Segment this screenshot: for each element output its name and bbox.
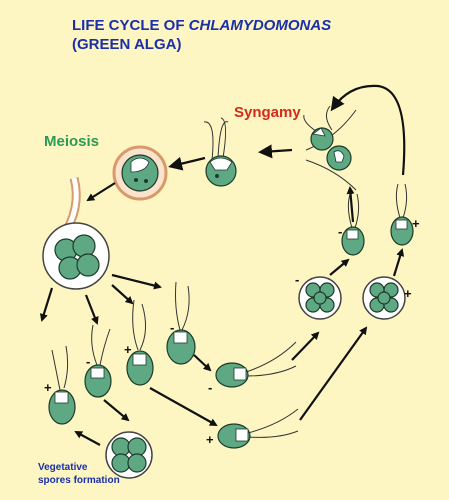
sign-plus-gamete-upper: + (412, 216, 420, 231)
diagram-title: LIFE CYCLE OF CHLAMYDOMONAS (GREEN ALGA) (72, 16, 331, 54)
sign-minus-gamete-lower: - (208, 380, 212, 395)
fusing-gametes (303, 105, 357, 191)
arrow-to-zoospore-3 (111, 284, 134, 305)
vegetative-spores-label: Vegetative spores formation (38, 462, 120, 486)
gametangium-minus (298, 276, 342, 320)
arrow-gametangium-minus-up (329, 258, 350, 276)
arrow-gametangium-plus-up (392, 248, 405, 277)
arrow-to-zoospore-1 (39, 287, 54, 322)
arrow-to-zoospore-2 (84, 294, 99, 325)
gamete-minus-lower (215, 341, 297, 388)
arrow-to-zoospore-4 (111, 273, 162, 290)
arrow-gamete-to-syngamy (346, 186, 355, 223)
gamete-minus-upper (341, 193, 365, 256)
arrow-syngamy-to-zygote (258, 144, 293, 159)
sign-plus-gametangium: + (404, 286, 412, 301)
zoospore-minus-middle (166, 281, 196, 365)
arrow-to-vegetative-sporangium (103, 399, 130, 422)
arrow-to-gametangium-plus (299, 326, 368, 421)
young-zygote (203, 117, 237, 187)
sign-plus-zoospore-1: + (44, 380, 52, 395)
arrow-to-gamete-plus (149, 387, 218, 426)
meiosis-label: Meiosis (44, 133, 100, 150)
germinating-zygote (42, 176, 110, 290)
sign-plus-gamete-lower: + (206, 432, 214, 447)
sign-minus-gamete-upper: - (338, 224, 342, 239)
sign-minus-gametangium: - (295, 272, 299, 287)
title-line-1: LIFE CYCLE OF CHLAMYDOMONAS (72, 17, 332, 34)
zoospore-plus-middle (126, 299, 154, 386)
syngamy-label: Syngamy (234, 104, 301, 121)
arrow-to-gamete-minus (193, 354, 212, 372)
vegetative-sporangium (105, 431, 153, 479)
sign-plus-zoospore-3: + (124, 342, 132, 357)
arrow-to-gametangium-minus (291, 331, 320, 361)
zygospore-meiosis (112, 145, 168, 201)
title-line-2: (GREEN ALGA) (72, 36, 182, 53)
arrow-vegetative-cycle (74, 431, 101, 446)
sign-minus-zoospore-2: - (86, 354, 90, 369)
zoospore-plus-left (48, 345, 76, 425)
arrow-return-to-syngamy (330, 84, 406, 176)
arrow-zygote-to-meiosis (168, 156, 206, 171)
gamete-plus-lower (217, 408, 299, 449)
zoospore-minus-left (84, 324, 112, 398)
title-species-name: CHLAMYDOMONAS (188, 17, 332, 34)
gamete-plus-upper (390, 183, 414, 246)
arrow-meiosis-to-germination (86, 182, 116, 202)
sign-minus-zoospore-4: - (170, 320, 174, 335)
gametangium-plus (362, 276, 406, 320)
